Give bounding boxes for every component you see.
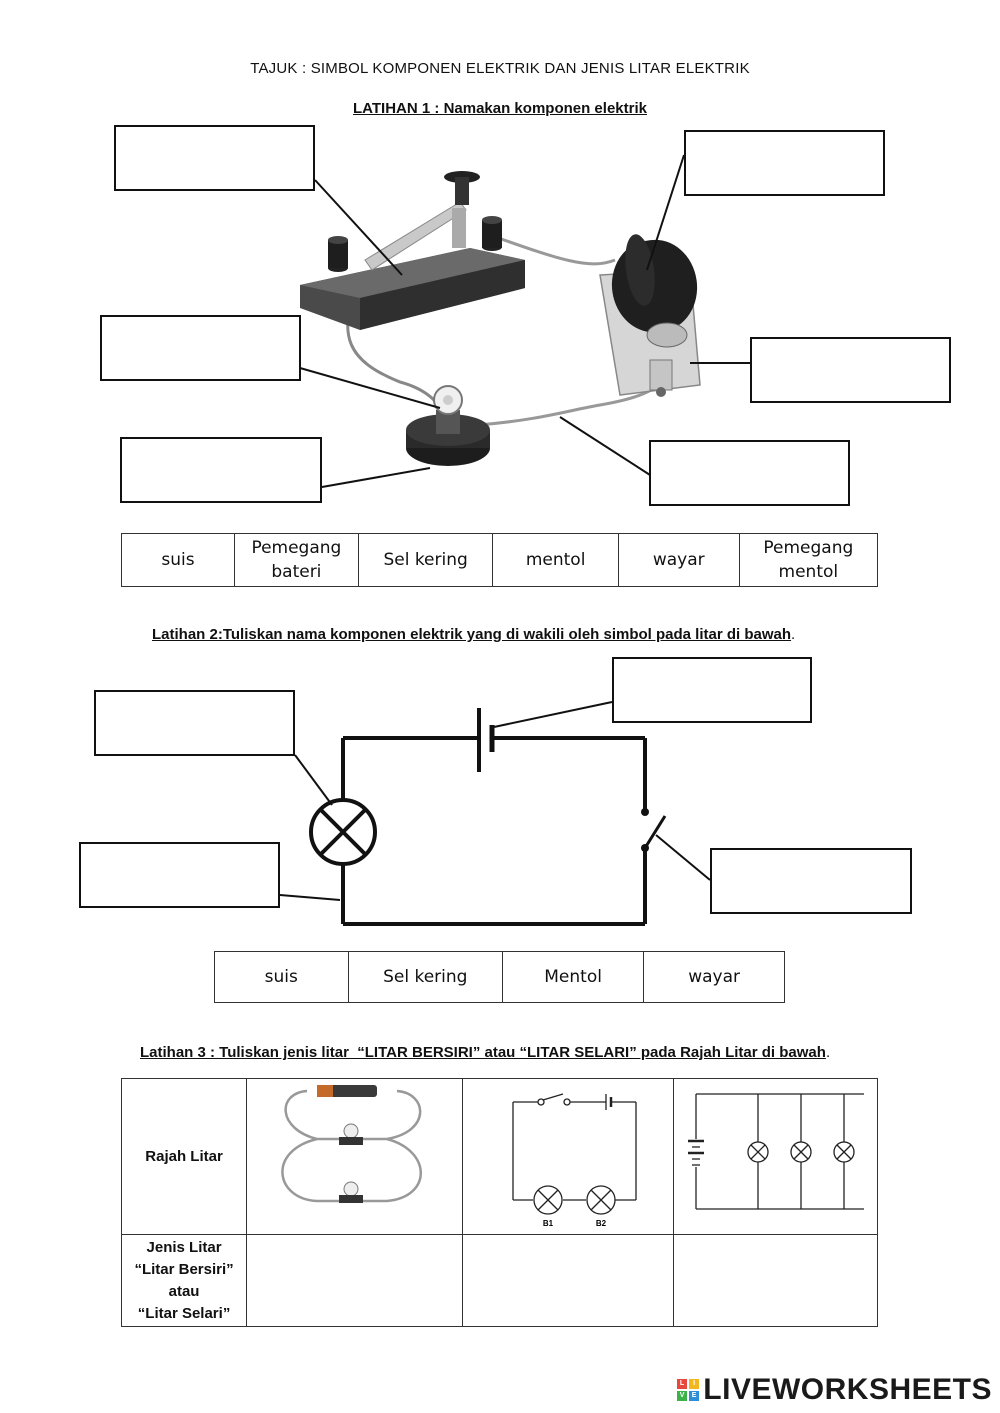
word-bank-item: suis bbox=[214, 951, 349, 1003]
logo-icon-letter: L bbox=[677, 1379, 688, 1389]
parallel-circuit-diagram bbox=[688, 1093, 865, 1210]
word-bank-item: wayar bbox=[617, 533, 740, 587]
word-bank-2: suis Sel kering Mentol wayar bbox=[214, 951, 785, 1003]
section1-heading: LATIHAN 1 : Namakan komponen elektrik bbox=[353, 100, 647, 117]
section3-heading-wrap: Latihan 3 : Tuliskan jenis litar “LITAR … bbox=[140, 1044, 940, 1061]
answer-box-symbol-lamp[interactable] bbox=[94, 690, 295, 756]
components-photo bbox=[299, 154, 750, 488]
answer-cell-3[interactable] bbox=[673, 1234, 878, 1327]
circuit-type-table: Rajah Litar bbox=[120, 1078, 878, 1327]
bulb-label-b2: B2 bbox=[596, 1219, 607, 1228]
answer-box-bulb[interactable] bbox=[100, 315, 301, 381]
answer-box-switch[interactable] bbox=[114, 125, 315, 191]
row-label-line: Jenis Litar bbox=[146, 1238, 222, 1256]
battery-illustration bbox=[599, 234, 701, 397]
answer-box-battery-holder[interactable] bbox=[750, 337, 951, 403]
answer-box-symbol-switch[interactable] bbox=[710, 848, 912, 914]
section3-heading: Latihan 3 : Tuliskan jenis litar “LITAR … bbox=[140, 1044, 826, 1061]
word-bank-item: Sel kering bbox=[347, 951, 503, 1003]
diagram-cell-3 bbox=[673, 1078, 878, 1235]
circuit-symbol-diagram bbox=[279, 701, 711, 926]
word-bank-item: wayar bbox=[643, 951, 785, 1003]
answer-box-dry-cell[interactable] bbox=[684, 130, 885, 196]
switch-illustration bbox=[300, 171, 525, 330]
logo-icon-letter: V bbox=[677, 1391, 688, 1401]
row-label-rajah: Rajah Litar bbox=[120, 1078, 248, 1235]
row-label-line: atau bbox=[168, 1282, 200, 1300]
word-bank-item: Sel kering bbox=[357, 533, 494, 587]
word-bank-item: Pemegang mentol bbox=[738, 533, 879, 587]
logo-icon-letter: E bbox=[689, 1391, 700, 1401]
row-label-line: “Litar Bersiri” bbox=[134, 1260, 234, 1278]
answer-box-symbol-wire[interactable] bbox=[79, 842, 280, 908]
answer-box-symbol-cell[interactable] bbox=[612, 657, 812, 723]
word-bank-item: mentol bbox=[492, 533, 619, 587]
diagram-cell-2: B1 B2 bbox=[462, 1078, 675, 1235]
logo-text: LIVEWORKSHEETS bbox=[703, 1373, 992, 1406]
logo-icon-letter: I bbox=[689, 1379, 700, 1389]
row-label-jenis-litar: Jenis Litar “Litar Bersiri” atau “Litar … bbox=[120, 1234, 248, 1327]
liveworksheets-logo: L I V E LIVEWORKSHEETS bbox=[677, 1373, 992, 1407]
section3-heading-suffix: . bbox=[825, 1044, 831, 1061]
word-bank-item: Mentol bbox=[501, 951, 645, 1003]
bulb-holder-illustration bbox=[406, 385, 490, 466]
row-label-line: “Litar Selari” bbox=[137, 1304, 231, 1322]
series-circuit-diagram: B1 B2 bbox=[512, 1093, 637, 1228]
answer-cell-2[interactable] bbox=[462, 1234, 675, 1327]
answer-cell-1[interactable] bbox=[246, 1234, 464, 1327]
diagram-cell-1 bbox=[246, 1078, 464, 1235]
page-title: TAJUK : SIMBOL KOMPONEN ELEKTRIK DAN JEN… bbox=[250, 60, 750, 77]
answer-box-wire[interactable] bbox=[649, 440, 850, 506]
section2-heading-wrap: Latihan 2:Tuliskan nama komponen elektri… bbox=[152, 626, 912, 643]
word-bank-1: suis Pemegang bateri Sel kering mentol w… bbox=[121, 533, 879, 587]
wire-top bbox=[489, 233, 616, 266]
section2-heading: Latihan 2:Tuliskan nama komponen elektri… bbox=[152, 626, 792, 643]
bulb-label-b1: B1 bbox=[543, 1219, 554, 1228]
logo-icon: L I V E bbox=[677, 1379, 700, 1401]
section2-heading-suffix: . bbox=[791, 626, 796, 643]
word-bank-item: suis bbox=[121, 533, 235, 587]
word-bank-item: Pemegang bateri bbox=[234, 533, 359, 587]
parallel-bulb-photo-diagram bbox=[281, 1085, 423, 1203]
answer-box-bulb-holder[interactable] bbox=[120, 437, 322, 503]
